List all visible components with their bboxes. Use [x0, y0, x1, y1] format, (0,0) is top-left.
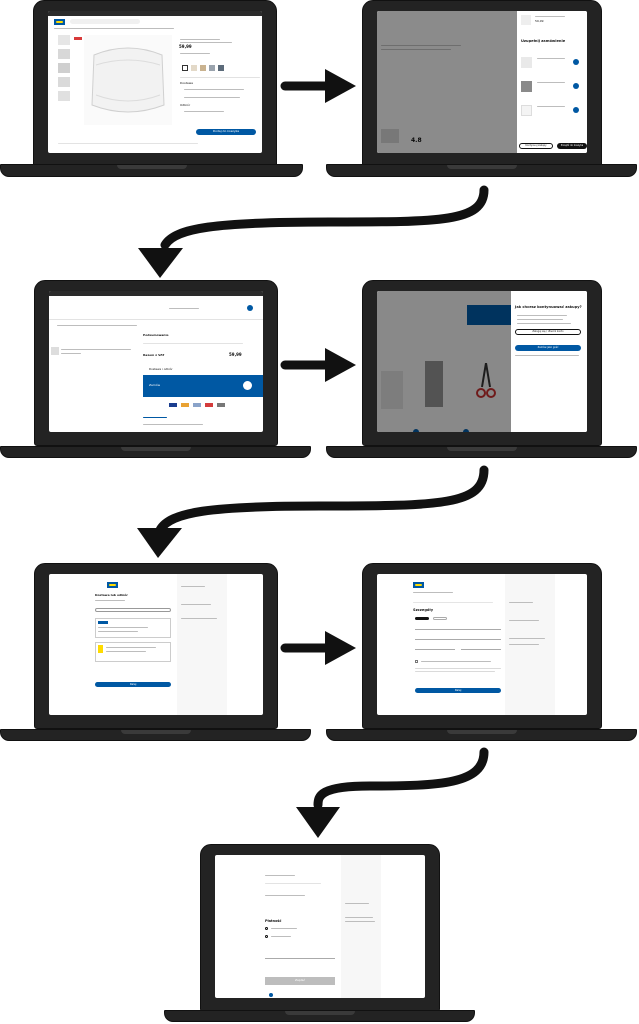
arrow-4-to-5-shaft [155, 465, 489, 535]
panel-heading: Uzupełnij zamówienie [521, 39, 566, 43]
product-image [84, 35, 172, 125]
color-swatches[interactable] [182, 65, 228, 71]
thumbnail-strip[interactable] [58, 35, 70, 125]
card-number-field[interactable] [265, 953, 335, 959]
name-field[interactable] [415, 626, 501, 630]
pay-button-label: Zapłać [295, 978, 306, 982]
ikea-logo [107, 582, 118, 588]
delivery-option-card[interactable] [95, 618, 171, 638]
add-icon[interactable] [573, 83, 579, 89]
side-panel: 59,99 Uzupełnij zamówienie Kontynuuj zak… [517, 11, 587, 153]
order-sidebar [341, 855, 381, 998]
screen-payment: Płatność Zapłać [215, 855, 425, 998]
screen-product-page: 59,99 Dostawa Odbiór Dodaj do koszyka [48, 11, 262, 153]
login-button[interactable]: Zaloguj się / Utwórz konto [515, 329, 581, 335]
arrow-right-icon [243, 381, 252, 390]
order-button-label: Zamów [149, 383, 161, 387]
price: 59,99 [179, 44, 192, 49]
delivery-pickup-section[interactable]: Dostawa i odbiór [149, 367, 173, 371]
laptop-step-4: Jak chcesz kontynuować zakupy? Zaloguj s… [326, 280, 637, 458]
laptop-step-5: Dostawa lub odbiór Dalej [0, 563, 311, 741]
summary-price: 59,99 [535, 19, 544, 23]
screen-checkout-choice: Jak chcesz kontynuować zakupy? Zaloguj s… [377, 291, 587, 432]
ikea-logo [413, 582, 424, 588]
payment-heading: Płatność [265, 919, 282, 923]
tab-private[interactable] [415, 617, 429, 620]
summary-heading: Podsumowanie [143, 333, 169, 337]
choice-heading: Jak chcesz kontynuować zakupy? [515, 305, 582, 309]
continue-shopping-button[interactable]: Kontynuuj zakupy [519, 143, 553, 149]
laptop-step-2: 4.8 59,99 Uzupełnij zamówienie Kontynuuj… [326, 0, 637, 178]
total-label: Razem z VAT [143, 353, 165, 357]
guest-checkout-button[interactable]: Zamów jako gość [515, 345, 581, 351]
pickup-option[interactable]: Odbiór [180, 103, 191, 107]
arrow-1-head [325, 69, 356, 103]
email-field[interactable] [415, 636, 501, 640]
pay-button-disabled[interactable]: Zapłać [265, 977, 335, 985]
address-field[interactable] [461, 646, 501, 650]
laptop-step-1: 59,99 Dostawa Odbiór Dodaj do koszyka [0, 0, 303, 178]
add-icon[interactable] [573, 59, 579, 65]
consent-checkbox[interactable] [415, 660, 418, 663]
pickup-option-card[interactable] [95, 642, 171, 662]
overlay-dim [377, 291, 511, 432]
laptop-step-3: Podsumowanie Razem z VAT 59,99 Dostawa i… [0, 280, 311, 458]
arrow-6-to-7-shaft [313, 747, 489, 810]
add-to-cart-button[interactable]: Dodaj do koszyka [196, 129, 256, 135]
order-box[interactable]: Zamów [143, 375, 263, 397]
phone-field[interactable] [415, 646, 455, 650]
checkout-choice-panel: Jak chcesz kontynuować zakupy? Zaloguj s… [511, 291, 587, 432]
payment-radio[interactable] [265, 927, 268, 930]
cart-icon[interactable] [247, 305, 253, 311]
postcode-field[interactable] [95, 608, 171, 612]
payment-icons [169, 403, 239, 407]
overlay-dim [377, 11, 517, 153]
arrow-heads [137, 69, 356, 838]
search-input[interactable] [70, 19, 140, 24]
arrow-3-head [325, 348, 356, 382]
arrow-4-head [137, 528, 182, 558]
order-sidebar [177, 574, 227, 715]
next-button[interactable]: Dalej [95, 682, 171, 687]
go-to-cart-button[interactable]: Przejdź do koszyka [557, 143, 587, 149]
details-heading: Szczegóły [413, 608, 434, 612]
laptop-step-7: Płatność Zapłać [164, 844, 475, 1022]
order-sidebar [505, 574, 555, 715]
delivery-heading: Dostawa lub odbiór [95, 593, 128, 597]
scissors-image [476, 363, 496, 398]
screen-cart: Podsumowanie Razem z VAT 59,99 Dostawa i… [49, 291, 263, 432]
payment-radio[interactable] [265, 935, 268, 938]
total-price: 59,99 [229, 352, 242, 357]
arrow-2-to-3-shaft [160, 185, 489, 250]
arrow-6-head [296, 807, 340, 838]
ikea-logo [54, 19, 65, 25]
laptop-step-6: Szczegóły Dalej [326, 563, 637, 741]
screen-details-form: Szczegóły Dalej [377, 574, 587, 715]
rating-value: 4.8 [411, 137, 422, 144]
delivery-option[interactable]: Dostawa [180, 81, 194, 85]
details-next-button[interactable]: Dalej [415, 688, 501, 693]
screen-delivery-pickup: Dostawa lub odbiór Dalej [49, 574, 263, 715]
screen-order-summary: 4.8 59,99 Uzupełnij zamówienie Kontynuuj… [377, 11, 587, 153]
arrow-2-head [138, 248, 183, 278]
add-icon[interactable] [573, 107, 579, 113]
arrow-5-head [325, 631, 356, 665]
tab-business[interactable] [433, 617, 447, 620]
